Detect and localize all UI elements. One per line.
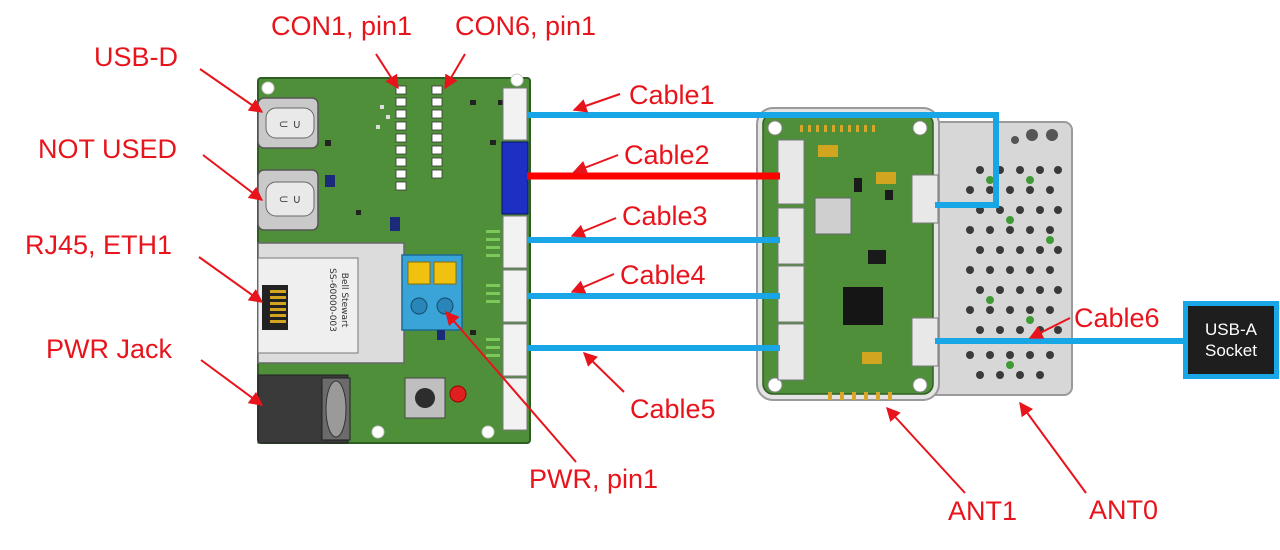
ant1-arrow <box>886 406 966 494</box>
label-con1: CON1, pin1 <box>271 11 413 41</box>
mount-hole <box>261 81 275 95</box>
callout-arrows <box>198 53 1087 494</box>
smd-components <box>325 100 504 340</box>
usb-d-connector: ⊂ ∪ <box>257 97 319 149</box>
cable3-arrow <box>570 217 617 238</box>
mount-hole <box>481 425 495 439</box>
board-pads <box>486 230 500 357</box>
usb-a-line2: Socket <box>1205 341 1257 360</box>
pwr-jack-connector <box>257 374 351 444</box>
label-cable3: Cable3 <box>622 201 708 231</box>
label-ant0: ANT0 <box>1089 495 1159 525</box>
label-con6: CON6, pin1 <box>455 11 597 41</box>
rj45-arrow <box>198 256 264 303</box>
svg-text:⊂ ∪: ⊂ ∪ <box>279 117 302 131</box>
power-led <box>449 385 467 403</box>
con1-header <box>395 85 407 191</box>
mount-hole <box>510 73 524 87</box>
usb-a-line1: USB-A <box>1205 319 1257 339</box>
cable6-arrow <box>1028 317 1071 339</box>
svg-text:⊂ ∪: ⊂ ∪ <box>279 192 302 206</box>
interface-board: ⊂ ∪ ⊂ ∪ Bell Stewart SS-60000-003 <box>257 73 531 444</box>
ant1-board <box>756 107 940 401</box>
label-cable4: Cable4 <box>620 260 706 290</box>
not-used-arrow <box>202 154 264 201</box>
con1-arrow <box>375 53 399 90</box>
cable4-arrow <box>570 273 615 294</box>
label-usb-d: USB-D <box>94 42 179 72</box>
label-not-used: NOT USED <box>38 134 178 164</box>
board-connectors <box>501 87 529 431</box>
pwr-jack-arrow <box>200 359 264 406</box>
cables <box>527 112 1185 351</box>
label-cable2: Cable2 <box>624 140 710 170</box>
mount-hole <box>371 425 385 439</box>
board-print-2: SS-60000-003 <box>327 268 337 332</box>
label-cable1: Cable1 <box>629 80 715 110</box>
con6-arrow <box>444 53 466 90</box>
cable2-arrow <box>572 154 619 174</box>
ant0-arrow <box>1019 401 1087 494</box>
label-rj45: RJ45, ETH1 <box>25 230 173 260</box>
pwr-terminal-block <box>401 254 463 331</box>
pwr-pin1-arrow <box>445 310 577 463</box>
label-ant1: ANT1 <box>948 496 1018 526</box>
label-cable6: Cable6 <box>1074 303 1160 333</box>
not-used-connector: ⊂ ∪ <box>257 169 319 231</box>
usb-a-socket-box: USB-A Socket <box>1183 301 1279 379</box>
cable5-arrow <box>582 352 625 393</box>
label-pwr-jack: PWR Jack <box>46 334 173 364</box>
cable1-arrow <box>572 93 621 113</box>
usb-d-arrow <box>199 68 264 113</box>
reset-button <box>404 377 446 419</box>
label-pwr-pin1: PWR, pin1 <box>529 464 659 494</box>
label-cable5: Cable5 <box>630 394 716 424</box>
rj45-connector: Bell Stewart SS-60000-003 <box>257 242 405 364</box>
con6-header <box>431 85 443 179</box>
board-print-1: Bell Stewart <box>339 273 349 328</box>
cable1-line <box>527 112 999 208</box>
